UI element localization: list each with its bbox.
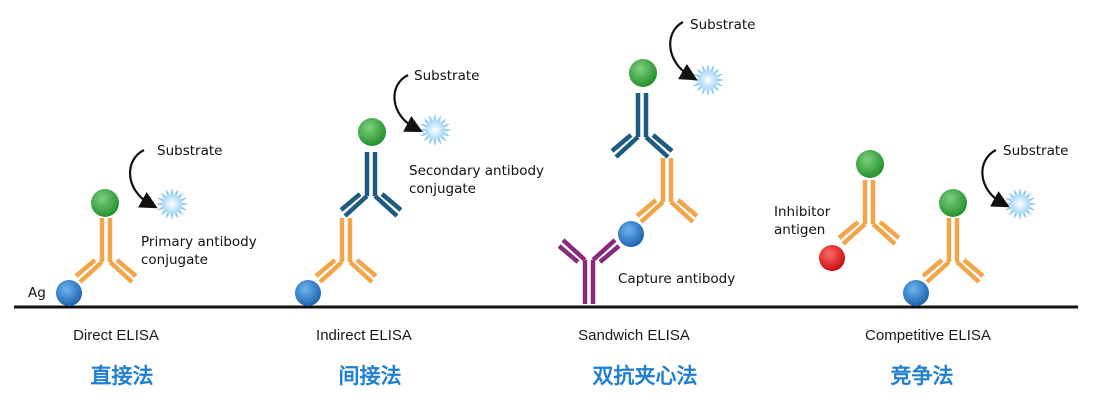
antibody-light-chain xyxy=(635,198,658,218)
antibody-light-chain xyxy=(557,244,580,264)
antibody-arm xyxy=(669,200,695,224)
antibody-arm xyxy=(561,238,587,262)
antibody-light-chain xyxy=(962,258,985,278)
antibody-arm xyxy=(644,135,670,159)
antibody-light-chain xyxy=(676,198,699,218)
panel-direct-elisa: Ag Substrate Primary antibody conjugate … xyxy=(28,143,257,388)
substrate-arrow xyxy=(981,149,1010,208)
substrate-star-icon xyxy=(419,114,451,146)
substrate-arrow xyxy=(669,21,698,81)
panel-title: Competitive ELISA xyxy=(865,327,991,344)
substrate-star-icon xyxy=(156,188,188,220)
panel-competitive-elisa: Inhibitor antigen Substrate Competitive … xyxy=(774,143,1068,388)
antibody-arm xyxy=(925,260,951,284)
capture-antibody xyxy=(557,238,621,304)
panel-title: Direct ELISA xyxy=(73,327,159,344)
substrate-starburst xyxy=(692,64,724,96)
primary-antibody xyxy=(314,218,378,284)
antibody-light-chain xyxy=(115,258,138,278)
enzyme-circle xyxy=(629,59,657,87)
secondary-conjugate-label-line2: conjugate xyxy=(409,181,476,197)
antibody-light-chain xyxy=(610,133,633,153)
substrate-starburst xyxy=(1004,188,1036,220)
antigen-circle xyxy=(903,280,929,306)
antibody-arm xyxy=(348,260,374,284)
antibody-arm xyxy=(343,194,369,218)
substrate-starburst xyxy=(419,114,451,146)
antibody-arm xyxy=(614,135,640,159)
antigen-circle xyxy=(618,221,644,247)
antigen-circle xyxy=(56,280,82,306)
primary-antibody xyxy=(921,218,985,284)
antibody-light-chain xyxy=(355,258,378,278)
antibody-arm xyxy=(318,260,344,284)
panel-title-cn: 竞争法 xyxy=(891,364,954,388)
enzyme-circle xyxy=(856,150,884,178)
substrate-arrow xyxy=(129,149,158,209)
secondary-conjugate-label-line1: Secondary antibody xyxy=(409,163,544,179)
panel-indirect-elisa: Substrate Secondary antibody conjugate I… xyxy=(295,68,544,388)
antibody-light-chain xyxy=(837,220,860,240)
substrate-starburst xyxy=(156,188,188,220)
panel-sandwich-elisa: Substrate Capture antibody Sandwich ELIS… xyxy=(557,17,755,388)
substrate-label: Substrate xyxy=(690,17,755,33)
secondary-antibody xyxy=(610,93,674,159)
antibody-light-chain xyxy=(921,258,944,278)
inhibitor-label-line2: antigen xyxy=(774,222,825,238)
substrate-star-icon xyxy=(1004,188,1036,220)
antibody-light-chain xyxy=(598,244,621,264)
substrate-label: Substrate xyxy=(414,68,479,84)
secondary-antibody xyxy=(339,152,403,218)
panel-title-cn: 间接法 xyxy=(339,364,402,388)
primary-antibody xyxy=(74,218,138,284)
substrate-label: Substrate xyxy=(157,143,222,159)
antibody-arm xyxy=(373,194,399,218)
antibody-arm xyxy=(78,260,104,284)
substrate-star-icon xyxy=(692,64,724,96)
enzyme-circle xyxy=(939,189,967,217)
substrate-label: Substrate xyxy=(1003,143,1068,159)
antigen-label: Ag xyxy=(28,285,46,301)
antibody-light-chain xyxy=(74,258,97,278)
capture-antibody-label: Capture antibody xyxy=(618,271,735,287)
antibody-arm xyxy=(108,260,134,284)
inhibitor-label-line1: Inhibitor xyxy=(774,204,831,220)
antigen-circle xyxy=(295,280,321,306)
antibody-arm xyxy=(871,222,897,246)
antibody-arm xyxy=(841,222,867,246)
antibody-arm xyxy=(591,238,617,262)
panel-title-cn: 双抗夹心法 xyxy=(593,364,698,388)
enzyme-circle xyxy=(91,189,119,217)
panel-title: Indirect ELISA xyxy=(316,327,412,344)
antibody-light-chain xyxy=(380,192,403,212)
primary-conjugate-label-line2: conjugate xyxy=(141,252,208,268)
primary-conjugate-label-line1: Primary antibody xyxy=(141,234,257,250)
panel-title: Sandwich ELISA xyxy=(578,327,690,344)
antibody-arm xyxy=(639,200,665,224)
antibody-light-chain xyxy=(314,258,337,278)
substrate-arrow xyxy=(393,74,423,133)
panel-title-cn: 直接法 xyxy=(91,364,154,388)
antibody-light-chain xyxy=(339,192,362,212)
antibody-light-chain xyxy=(651,133,674,153)
primary-antibody-with-inhibitor xyxy=(837,180,901,246)
primary-antibody xyxy=(635,158,699,224)
inhibitor-antigen-circle xyxy=(819,245,845,271)
antibody-arm xyxy=(955,260,981,284)
enzyme-circle xyxy=(358,118,386,146)
antibody-light-chain xyxy=(878,220,901,240)
